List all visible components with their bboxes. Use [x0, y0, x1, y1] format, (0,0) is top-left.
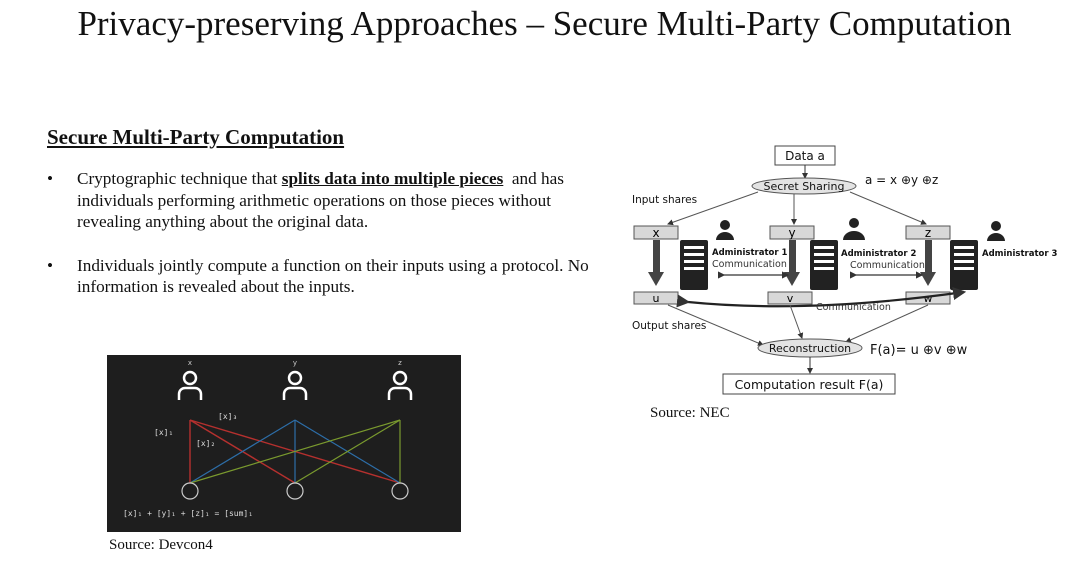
- slide-title: Privacy-preserving Approaches – Secure M…: [77, 4, 1012, 43]
- share-label-1: [x]₁: [154, 428, 173, 437]
- nec-mpc-diagram: Data a Secret Sharing a = x ⊕y ⊕z Input …: [632, 145, 1058, 395]
- bullet-2-text: Individuals jointly compute a function o…: [77, 255, 589, 297]
- admin-1-label: Administrator 1: [712, 248, 788, 258]
- communication-label-1: Communication: [712, 259, 787, 270]
- bullet-marker: •: [47, 255, 54, 275]
- communication-label-3: Communication: [816, 302, 891, 313]
- party-label-y: y: [293, 359, 297, 367]
- section-heading: Secure Multi-Party Computation: [47, 125, 345, 149]
- bullet-list: • Cryptographic technique that splits da…: [47, 168, 602, 320]
- party-node: [286, 482, 304, 500]
- bullet-1-emphasis: splits data into multiple pieces: [281, 169, 504, 188]
- nec-caption: Source: NEC: [650, 405, 730, 421]
- data-label: Data a: [785, 149, 825, 163]
- reconstruction-label: Reconstruction: [769, 342, 851, 355]
- result-label: Computation result F(a): [735, 377, 884, 392]
- input-z-label: z: [925, 226, 931, 240]
- input-y-label: y: [788, 226, 795, 240]
- server-icon: [680, 240, 708, 290]
- devcon-caption: Source: Devcon4: [109, 537, 213, 553]
- admin-2-label: Administrator 2: [841, 249, 917, 259]
- party-node: [391, 482, 409, 500]
- share-label-2: [x]₂: [196, 439, 215, 448]
- devcon-mpc-diagram: x y z [x]₁ [x]₂ [x]₃ [x]₁ + [y]₁ + [z]₁ …: [107, 355, 461, 532]
- communication-label-2: Communication: [850, 260, 925, 271]
- output-shares-label: Output shares: [632, 320, 706, 332]
- secret-sharing-label: Secret Sharing: [764, 180, 845, 193]
- server-icon: [950, 240, 978, 290]
- input-shares-label: Input shares: [632, 194, 697, 206]
- input-x-label: x: [652, 226, 659, 240]
- output-v-label: v: [787, 292, 794, 305]
- party-label-z: z: [398, 359, 402, 367]
- bullet-1-text: Cryptographic technique that: [77, 169, 282, 188]
- result-box: [722, 373, 896, 395]
- input-share-z: [905, 225, 951, 240]
- result-formula: F(a)= u ⊕v ⊕w: [870, 343, 968, 358]
- party-node: [181, 482, 199, 500]
- bullet-marker: •: [47, 169, 54, 188]
- bullet-item-1: • Cryptographic technique that splits da…: [47, 168, 602, 233]
- communication-loop: [676, 286, 967, 308]
- share-lines-green: [189, 419, 401, 484]
- sharing-formula: a = x ⊕y ⊕z: [865, 173, 938, 187]
- admin-3-label: Administrator 3: [982, 249, 1058, 259]
- secret-sharing-node: [751, 177, 857, 195]
- person-icon: [282, 370, 308, 400]
- output-u-label: u: [653, 292, 660, 305]
- output-w-label: w: [924, 292, 933, 305]
- bullet-item-2: • Individuals jointly compute a function…: [47, 255, 602, 298]
- share-label-3: [x]₃: [218, 412, 237, 421]
- devcon-background: [107, 355, 461, 532]
- server-icon: [810, 240, 838, 290]
- party-label-x: x: [188, 359, 192, 367]
- person-icon: [387, 370, 413, 400]
- input-share-y: [769, 225, 815, 240]
- person-icon: [177, 370, 203, 400]
- bullet-1-rest: and has individuals performing arithmeti…: [77, 169, 569, 232]
- sum-equation: [x]₁ + [y]₁ + [z]₁ = [sum]₁: [123, 509, 253, 518]
- administrator-icon: [716, 218, 1005, 241]
- input-share-x: [633, 225, 679, 240]
